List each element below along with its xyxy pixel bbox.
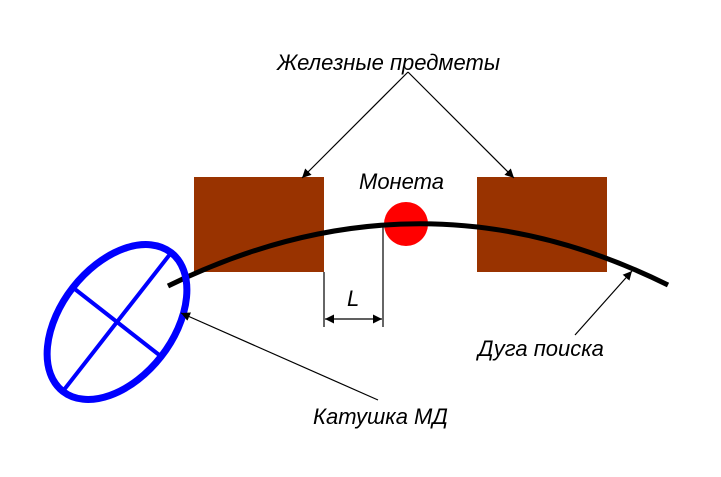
iron-object-left [194,177,324,272]
iron-arrow-right [407,71,515,179]
iron-object-right [477,177,607,272]
coil-ring [43,241,191,403]
coil-label: Катушка МД [313,404,448,429]
coil-pointer [180,312,379,401]
distance-label: L [347,286,359,311]
detector-coil [43,241,191,403]
coil-cross-horizontal [73,287,161,357]
search-arc-pointer [574,270,633,336]
iron-arrow-left [301,71,409,179]
coin-label: Монета [359,169,444,194]
search-arc-label: Дуга поиска [475,336,604,361]
search-arc [166,221,670,289]
iron-objects-label: Железные предметы [276,50,500,75]
